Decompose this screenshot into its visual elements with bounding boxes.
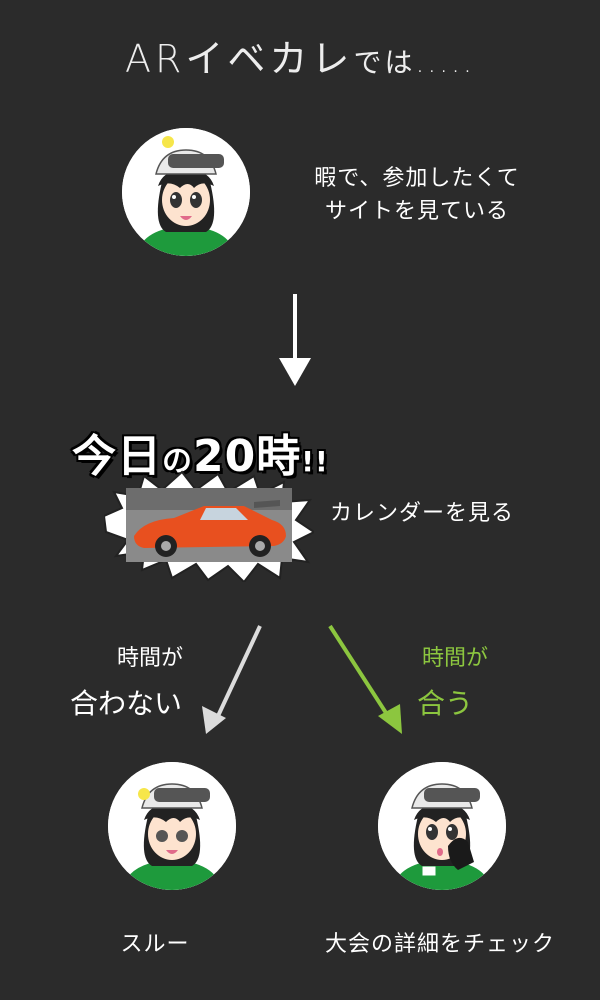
down-arrow [279, 294, 311, 386]
branch-yes-line2: 合う [416, 687, 473, 720]
headline-particle: の [161, 443, 194, 481]
check-caption: 大会の詳細をチェック [324, 932, 555, 957]
title-main: ARイベカレ [125, 37, 354, 81]
browsing-caption: 暇で、参加したくて サイトを見ている [282, 162, 552, 228]
branch-yes-line1: 時間が [421, 646, 488, 671]
page-title: ARイベカレでは..... [0, 28, 600, 83]
headline-bang: !! [300, 444, 330, 480]
avatar-check [378, 762, 506, 890]
avatar-browsing [122, 128, 250, 256]
headline-today: 今日 [71, 430, 163, 484]
title-suffix: では..... [353, 46, 475, 79]
arrow-no [202, 625, 262, 734]
branch-no-line1: 時間が [116, 646, 183, 671]
arrow-yes [328, 624, 402, 734]
calendar-caption: カレンダーを見る [330, 501, 515, 526]
event-headline: 今日の20時!! [71, 420, 330, 484]
drift-car-image [104, 470, 314, 582]
browsing-caption-line2: サイトを見ている [324, 199, 509, 224]
branch-no-line2: 合わない [69, 687, 182, 720]
browsing-caption-line1: 暇で、参加したくて [314, 166, 520, 191]
avatar-skip [108, 762, 236, 890]
headline-time: 20時 [191, 430, 302, 484]
skip-caption: スルー [120, 932, 190, 957]
